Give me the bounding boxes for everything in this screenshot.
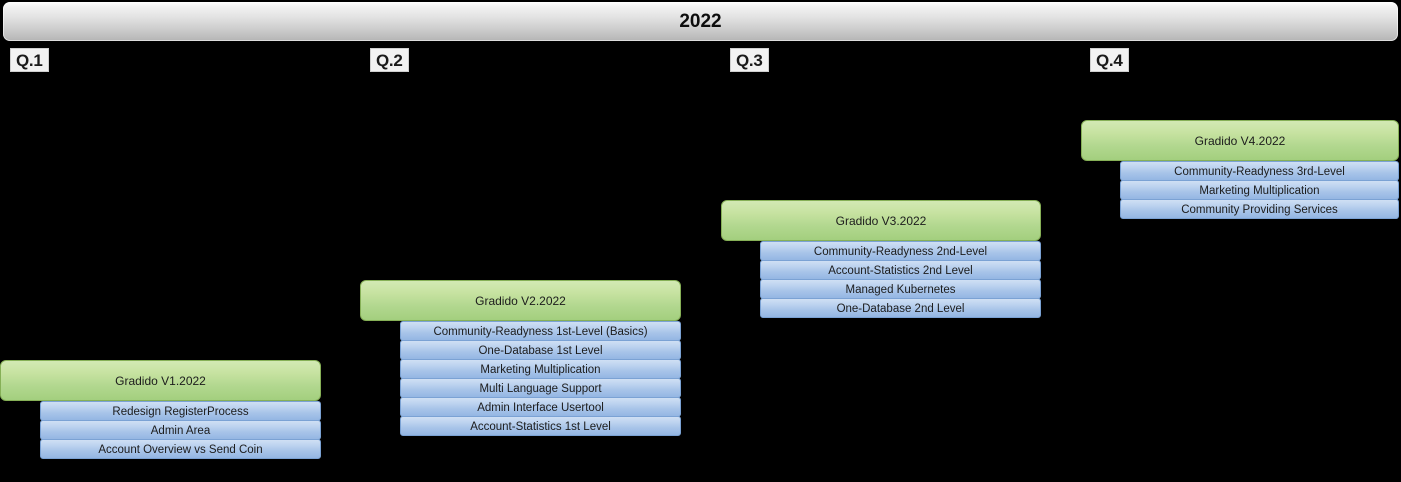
quarter-label-q2: Q.2: [370, 48, 409, 72]
feature-row[interactable]: One-Database 2nd Level: [760, 298, 1041, 318]
feature-row[interactable]: Community-Readyness 2nd-Level: [760, 241, 1041, 261]
feature-row[interactable]: Marketing Multiplication: [400, 359, 681, 379]
feature-row[interactable]: Admin Area: [40, 420, 321, 440]
feature-row[interactable]: Account-Statistics 1st Level: [400, 416, 681, 436]
feature-list-v4: Community-Readyness 3rd-Level Marketing …: [1120, 161, 1399, 219]
release-title-v3[interactable]: Gradido V3.2022: [721, 200, 1041, 241]
quarter-label-q1: Q.1: [10, 48, 49, 72]
year-header-bar: 2022: [3, 2, 1398, 41]
feature-list-v1: Redesign RegisterProcess Admin Area Acco…: [40, 401, 321, 459]
feature-row[interactable]: Account-Statistics 2nd Level: [760, 260, 1041, 280]
year-label: 2022: [679, 11, 722, 32]
release-title-v4[interactable]: Gradido V4.2022: [1081, 120, 1399, 161]
feature-row[interactable]: Redesign RegisterProcess: [40, 401, 321, 421]
release-title-v1[interactable]: Gradido V1.2022: [0, 360, 321, 401]
quarter-label-q4: Q.4: [1090, 48, 1129, 72]
feature-row[interactable]: Multi Language Support: [400, 378, 681, 398]
feature-row[interactable]: Marketing Multiplication: [1120, 180, 1399, 200]
feature-row[interactable]: Account Overview vs Send Coin: [40, 439, 321, 459]
feature-row[interactable]: Community Providing Services: [1120, 199, 1399, 219]
quarter-label-q3: Q.3: [730, 48, 769, 72]
feature-row[interactable]: One-Database 1st Level: [400, 340, 681, 360]
feature-list-v3: Community-Readyness 2nd-Level Account-St…: [760, 241, 1041, 318]
feature-list-v2: Community-Readyness 1st-Level (Basics) O…: [400, 321, 681, 436]
feature-row[interactable]: Community-Readyness 1st-Level (Basics): [400, 321, 681, 341]
release-title-v2[interactable]: Gradido V2.2022: [360, 280, 681, 321]
feature-row[interactable]: Community-Readyness 3rd-Level: [1120, 161, 1399, 181]
feature-row[interactable]: Admin Interface Usertool: [400, 397, 681, 417]
feature-row[interactable]: Managed Kubernetes: [760, 279, 1041, 299]
